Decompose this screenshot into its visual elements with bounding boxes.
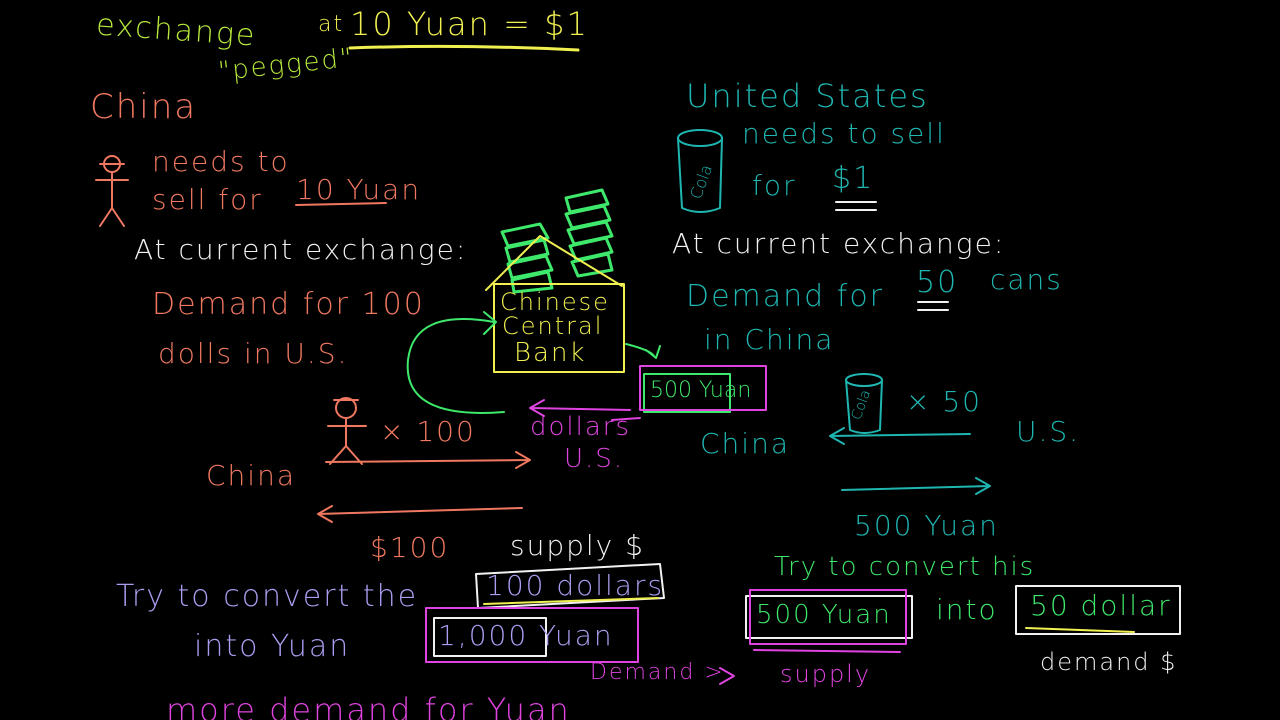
china-demand-line2: dolls in U.S. [158,337,349,370]
dollars-to-bank-arrow [406,311,505,414]
usa-demand-qty: 50 [916,265,959,300]
doll-figure [327,397,367,465]
china-label: China [206,459,296,492]
usa-times-50: × 50 [906,385,982,418]
china-current-exchange: At current exchange: [134,233,468,266]
usa-demand-line2: in China [704,323,835,356]
hundred-dollar-amount: $100 [370,531,450,564]
usa-needs-to-sell: needs to sell [742,117,946,150]
usa-china-label: China [700,427,790,460]
more-demand-text: more demand for Yuan [166,691,571,720]
bank-box [493,283,625,373]
bank-label-line2: Central [502,312,604,340]
fifty-dollar-text: 50 dollar [1030,589,1172,622]
fifty-dollar-underline [1025,627,1135,633]
bank-roof [485,235,623,291]
usa-demand-unit: cans [990,263,1063,296]
usa-yuan-flow: 500 Yuan [854,509,999,542]
bank-label-line3: Bank [514,338,587,368]
five-hundred-yuan-box-white [745,595,913,639]
small-cola-can-icon [845,373,883,434]
thousand-yuan-text: 1,000 Yuan [438,619,614,652]
china-price: 10 Yuan [296,173,422,206]
hundred-dollars-box [475,563,665,609]
demand-dollar-text: demand $ [1040,648,1178,676]
cola-can-icon [677,129,723,213]
supply-text: supply [780,660,872,688]
demand-greater-text: Demand > [590,660,725,685]
price-underline-china [295,202,387,206]
dolls-to-us-arrow [325,451,531,469]
money-stack-icon [500,188,614,294]
china-times-100: × 100 [380,415,476,448]
usa-title: United States [686,77,929,115]
demand-greater-arrow [719,667,735,685]
five-hundred-yuan-text: 500 Yuan [756,600,892,630]
price-double-underline-usa [835,201,877,211]
yuan-to-dollars-arrow [529,399,641,421]
try-convert-left: Try to convert the [116,579,419,614]
bank-yuan-box-green [643,373,731,413]
five-hundred-yuan-underline [753,649,901,653]
china-title: China [90,87,198,127]
hundred-dollars-underline [483,597,659,605]
usa-demand-line1: Demand for [686,279,885,314]
dollars-to-china-arrow [317,505,523,523]
china-demand-line1: Demand for 100 [152,287,425,322]
into-text: into [936,593,998,626]
fifty-dollar-box [1015,585,1181,635]
usa-current-exchange: At current exchange: [672,227,1006,260]
header-at: at [318,12,345,37]
yuan-to-us-arrow [841,477,991,495]
bank-label-line1: Chinese [500,288,610,316]
usa-price: $1 [832,161,875,196]
five-hundred-yuan-box-magenta [749,589,907,645]
try-convert-right: Try to convert his [774,552,1036,582]
china-needs-to: needs to [152,145,290,178]
bank-yuan-box-text: 500 Yuan [650,378,752,403]
thousand-yuan-box-white [433,617,547,657]
bank-to-yuan-arrow [625,343,661,359]
header-rate: 10 Yuan = $1 [350,5,589,43]
thousand-yuan-box-magenta [425,607,639,663]
usa-for: for [752,169,797,202]
dollars-label: dollars [530,412,632,442]
cans-to-china-arrow [829,427,971,445]
hundred-dollars-text: 100 dollars [486,569,665,602]
supply-dollar-label: supply $ [510,529,645,562]
bank-yuan-box-magenta [639,365,767,411]
chinese-worker-figure [95,155,129,227]
usa-us-label: U.S. [1016,415,1081,448]
china-sell-for: sell for [152,183,263,216]
us-label-middle: U.S. [564,444,625,474]
into-yuan-text: into Yuan [194,629,351,664]
rate-underline [348,44,580,52]
qty-double-underline [917,301,949,311]
